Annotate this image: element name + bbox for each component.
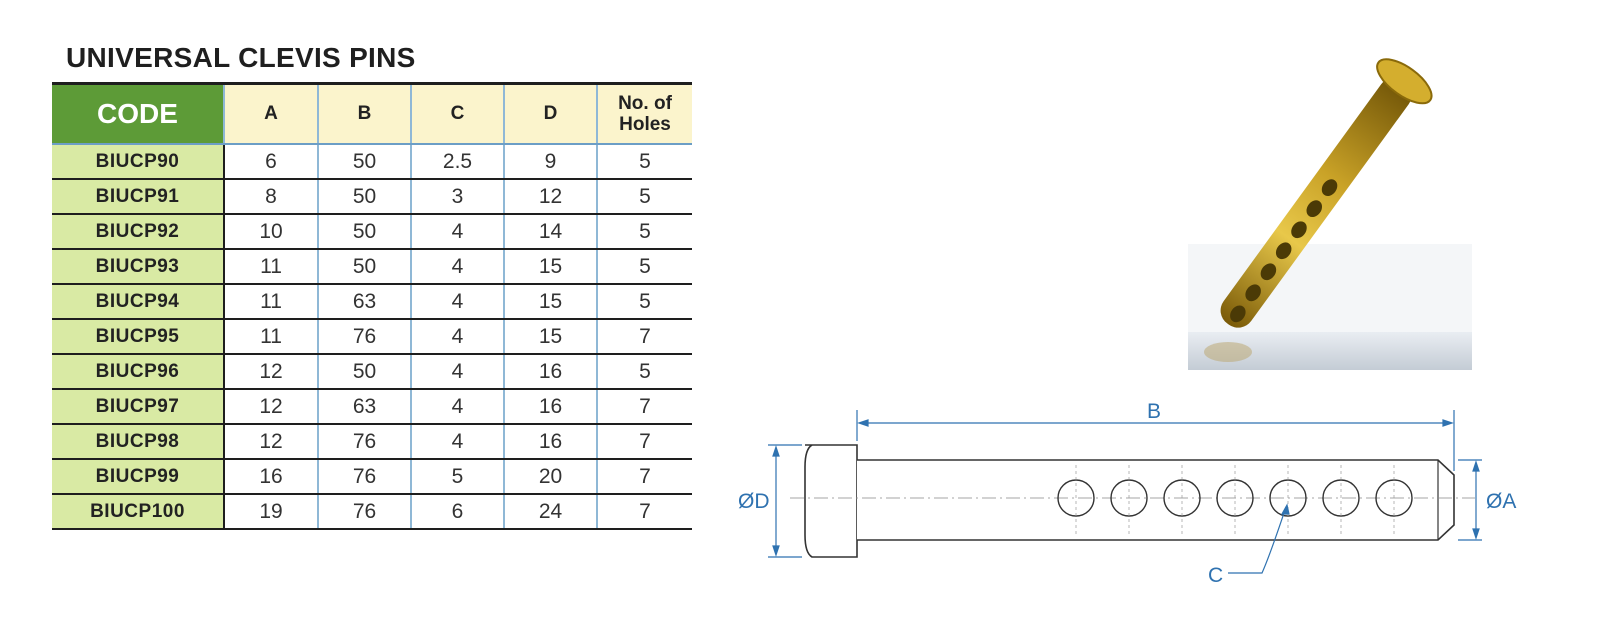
cell-d: 24 [503,494,597,530]
cell-c: 2.5 [410,144,504,180]
cell-holes: 5 [596,354,692,390]
cell-code: BIUCP90 [52,144,225,180]
cell-c: 4 [410,424,504,460]
cell-code: BIUCP95 [52,319,225,355]
cell-d: 15 [503,284,597,320]
column-header-d: D [503,83,597,145]
cell-code: BIUCP93 [52,249,225,285]
holes-header-line1: No. of [618,93,672,114]
cell-b: 76 [317,494,411,530]
cell-a: 11 [223,284,318,320]
cell-c: 4 [410,284,504,320]
cell-holes: 5 [596,214,692,250]
cell-holes: 5 [596,249,692,285]
cell-a: 6 [223,144,318,180]
cell-c: 4 [410,354,504,390]
cell-code: BIUCP92 [52,214,225,250]
cell-d: 12 [503,179,597,215]
clevis-pin-photo [1188,58,1472,370]
cell-a: 12 [223,389,318,425]
cell-b: 50 [317,354,411,390]
cell-d: 14 [503,214,597,250]
cell-c: 5 [410,459,504,495]
cell-a: 12 [223,424,318,460]
cell-code: BIUCP91 [52,179,225,215]
cell-holes: 5 [596,144,692,180]
cell-holes: 5 [596,179,692,215]
cell-b: 63 [317,389,411,425]
cell-a: 11 [223,319,318,355]
column-header-holes: No. of Holes [596,83,692,145]
column-header-code: CODE [52,83,224,145]
cell-a: 8 [223,179,318,215]
cell-holes: 7 [596,319,692,355]
cell-a: 16 [223,459,318,495]
cell-b: 76 [317,319,411,355]
cell-holes: 5 [596,284,692,320]
column-header-a: A [223,83,318,145]
cell-b: 50 [317,214,411,250]
cell-a: 19 [223,494,318,530]
cell-c: 4 [410,214,504,250]
cell-code: BIUCP97 [52,389,225,425]
cell-holes: 7 [596,424,692,460]
cell-b: 76 [317,459,411,495]
cell-c: 4 [410,249,504,285]
cell-a: 12 [223,354,318,390]
dimension-label-a: ØA [1486,490,1516,513]
cell-c: 4 [410,319,504,355]
cell-holes: 7 [596,389,692,425]
cell-b: 50 [317,249,411,285]
column-header-b: B [317,83,411,145]
cell-d: 16 [503,424,597,460]
cell-a: 11 [223,249,318,285]
cell-d: 15 [503,249,597,285]
cell-c: 4 [410,389,504,425]
cell-d: 20 [503,459,597,495]
cell-d: 16 [503,354,597,390]
table-header-row: CODE A B C D No. of Holes [52,83,692,145]
cell-a: 10 [223,214,318,250]
cell-d: 9 [503,144,597,180]
dimension-label-c: C [1208,564,1223,587]
cell-b: 76 [317,424,411,460]
cell-d: 16 [503,389,597,425]
technical-drawing: B ØD ØA C [738,400,1516,587]
cell-code: BIUCP98 [52,424,225,460]
column-header-c: C [410,83,504,145]
holes-header-line2: Holes [619,114,671,135]
cell-d: 15 [503,319,597,355]
cell-b: 50 [317,179,411,215]
cell-code: BIUCP100 [52,494,225,530]
cell-holes: 7 [596,459,692,495]
cell-c: 6 [410,494,504,530]
cell-holes: 7 [596,494,692,530]
cell-b: 50 [317,144,411,180]
dimension-label-b: B [1147,400,1161,423]
cell-code: BIUCP99 [52,459,225,495]
cell-b: 63 [317,284,411,320]
cell-code: BIUCP96 [52,354,225,390]
cell-code: BIUCP94 [52,284,225,320]
page-title: UNIVERSAL CLEVIS PINS [66,42,416,73]
dimension-label-d: ØD [738,490,770,513]
cell-c: 3 [410,179,504,215]
